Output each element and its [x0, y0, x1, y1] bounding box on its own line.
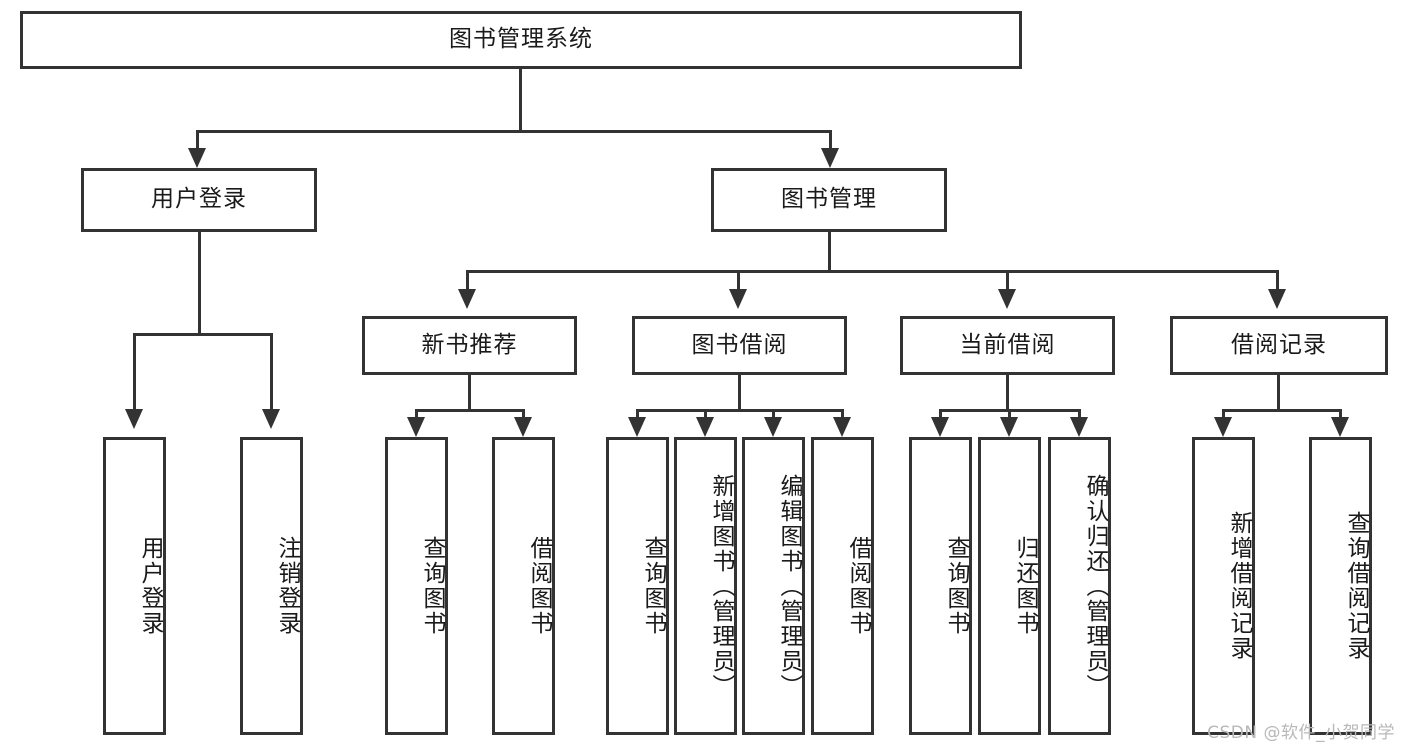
connector-cb-b2 [1008, 409, 1011, 421]
arrow-bm-b1 [458, 289, 476, 309]
arrow-cb-b1 [931, 417, 949, 437]
node-book-manage[interactable]: 图书管理 [711, 168, 947, 232]
connector-user-login-trunk [198, 232, 201, 335]
connector-br-trunk [1277, 375, 1280, 411]
leaf-return-book-label: 归还图书 [1012, 536, 1038, 636]
arrow-user-login-b2 [262, 409, 280, 429]
arrow-bb-b2 [696, 417, 714, 437]
connector-bm-b3 [1006, 270, 1009, 292]
arrow-user-login-b1 [125, 409, 143, 429]
connector-bm-b4 [1276, 270, 1279, 292]
connector-user-login-b1 [133, 333, 136, 411]
leaf-borrow-book-2-label: 借阅图书 [845, 536, 871, 636]
node-current-borrow-label: 当前借阅 [959, 331, 1056, 358]
connector-bb-bar [636, 409, 844, 412]
arrow-br-b1 [1214, 417, 1232, 437]
connector-br-bar [1222, 409, 1342, 412]
leaf-query-book-3[interactable]: 查询图书 [909, 437, 972, 735]
node-borrow-record-label: 借阅记录 [1231, 331, 1327, 358]
connector-nbr-bar [415, 409, 525, 412]
leaf-user-logout[interactable]: 注销登录 [240, 437, 303, 735]
connector-bb-b3 [772, 409, 775, 421]
connector-user-login-bar [133, 333, 273, 336]
node-new-book-recommend[interactable]: 新书推荐 [362, 316, 577, 375]
leaf-edit-book[interactable]: 编辑图书（管理员） [742, 437, 805, 735]
node-book-borrow[interactable]: 图书借阅 [632, 316, 847, 375]
connector-bm-b1 [466, 270, 469, 292]
leaf-query-book-1[interactable]: 查询图书 [385, 437, 448, 735]
node-user-login-label: 用户登录 [151, 186, 247, 213]
node-current-borrow[interactable]: 当前借阅 [900, 316, 1115, 375]
connector-br-b1 [1222, 409, 1225, 421]
node-book-manage-label: 图书管理 [781, 186, 877, 213]
leaf-user-logout-label: 注销登录 [274, 536, 300, 636]
connector-cb-trunk [1006, 375, 1009, 411]
arrow-bm-b2 [729, 289, 747, 309]
arrow-bm-b4 [1268, 289, 1286, 309]
leaf-query-record[interactable]: 查询借阅记录 [1309, 437, 1372, 735]
arrow-nbr-b2 [514, 417, 532, 437]
connector-bb-b2 [704, 409, 707, 421]
node-borrow-record[interactable]: 借阅记录 [1170, 316, 1388, 375]
leaf-return-book[interactable]: 归还图书 [978, 437, 1041, 735]
leaf-add-record[interactable]: 新增借阅记录 [1192, 437, 1255, 735]
connector-root-trunk [519, 69, 522, 130]
leaf-confirm-return-label: 确认归还（管理员） [1082, 473, 1108, 699]
leaf-query-book-2[interactable]: 查询图书 [606, 437, 669, 735]
arrow-bm-b3 [998, 289, 1016, 309]
connector-root-bar [196, 130, 832, 133]
leaf-query-book-2-label: 查询图书 [640, 536, 666, 636]
connector-bb-trunk [738, 375, 741, 411]
node-user-login[interactable]: 用户登录 [81, 168, 317, 232]
arrow-nbr-b1 [407, 417, 425, 437]
arrow-bb-b3 [764, 417, 782, 437]
leaf-add-record-label: 新增借阅记录 [1226, 511, 1252, 661]
leaf-add-book-label: 新增图书（管理员） [708, 473, 734, 699]
arrow-root-to-user-login [188, 148, 206, 168]
leaf-edit-book-label: 编辑图书（管理员） [776, 473, 802, 699]
leaf-borrow-book-2[interactable]: 借阅图书 [811, 437, 874, 735]
leaf-user-login[interactable]: 用户登录 [103, 437, 166, 735]
node-root-label: 图书管理系统 [449, 26, 593, 53]
connector-nbr-trunk [468, 375, 471, 411]
connector-bm-b2 [737, 270, 740, 292]
node-new-book-recommend-label: 新书推荐 [421, 331, 518, 358]
connector-nbr-b2 [522, 409, 525, 421]
connector-cb-b3 [1078, 409, 1081, 421]
arrow-bb-b1 [628, 417, 646, 437]
connector-book-manage-trunk [828, 232, 831, 272]
leaf-query-book-1-label: 查询图书 [419, 536, 445, 636]
connector-bb-b4 [841, 409, 844, 421]
connector-user-login-b2 [270, 333, 273, 411]
arrow-bb-b4 [833, 417, 851, 437]
connector-cb-b1 [939, 409, 942, 421]
watermark-text: CSDN @软件_小贺同学 [1207, 723, 1395, 743]
connector-root-to-user-login [196, 130, 199, 152]
arrow-cb-b3 [1070, 417, 1088, 437]
connector-root-to-book-manage [829, 130, 832, 152]
leaf-confirm-return[interactable]: 确认归还（管理员） [1048, 437, 1111, 735]
connector-br-b2 [1339, 409, 1342, 421]
arrow-cb-b2 [1000, 417, 1018, 437]
node-root[interactable]: 图书管理系统 [20, 11, 1022, 69]
leaf-borrow-book-1[interactable]: 借阅图书 [492, 437, 555, 735]
leaf-add-book[interactable]: 新增图书（管理员） [674, 437, 737, 735]
arrow-root-to-book-manage [821, 148, 839, 168]
leaf-user-login-label: 用户登录 [137, 536, 163, 636]
leaf-query-book-3-label: 查询图书 [943, 536, 969, 636]
leaf-borrow-book-1-label: 借阅图书 [526, 536, 552, 636]
leaf-query-record-label: 查询借阅记录 [1343, 511, 1369, 661]
connector-book-manage-bar [466, 270, 1279, 273]
arrow-br-b2 [1331, 417, 1349, 437]
node-book-borrow-label: 图书借阅 [691, 331, 788, 358]
connector-bb-b1 [636, 409, 639, 421]
connector-nbr-b1 [415, 409, 418, 421]
